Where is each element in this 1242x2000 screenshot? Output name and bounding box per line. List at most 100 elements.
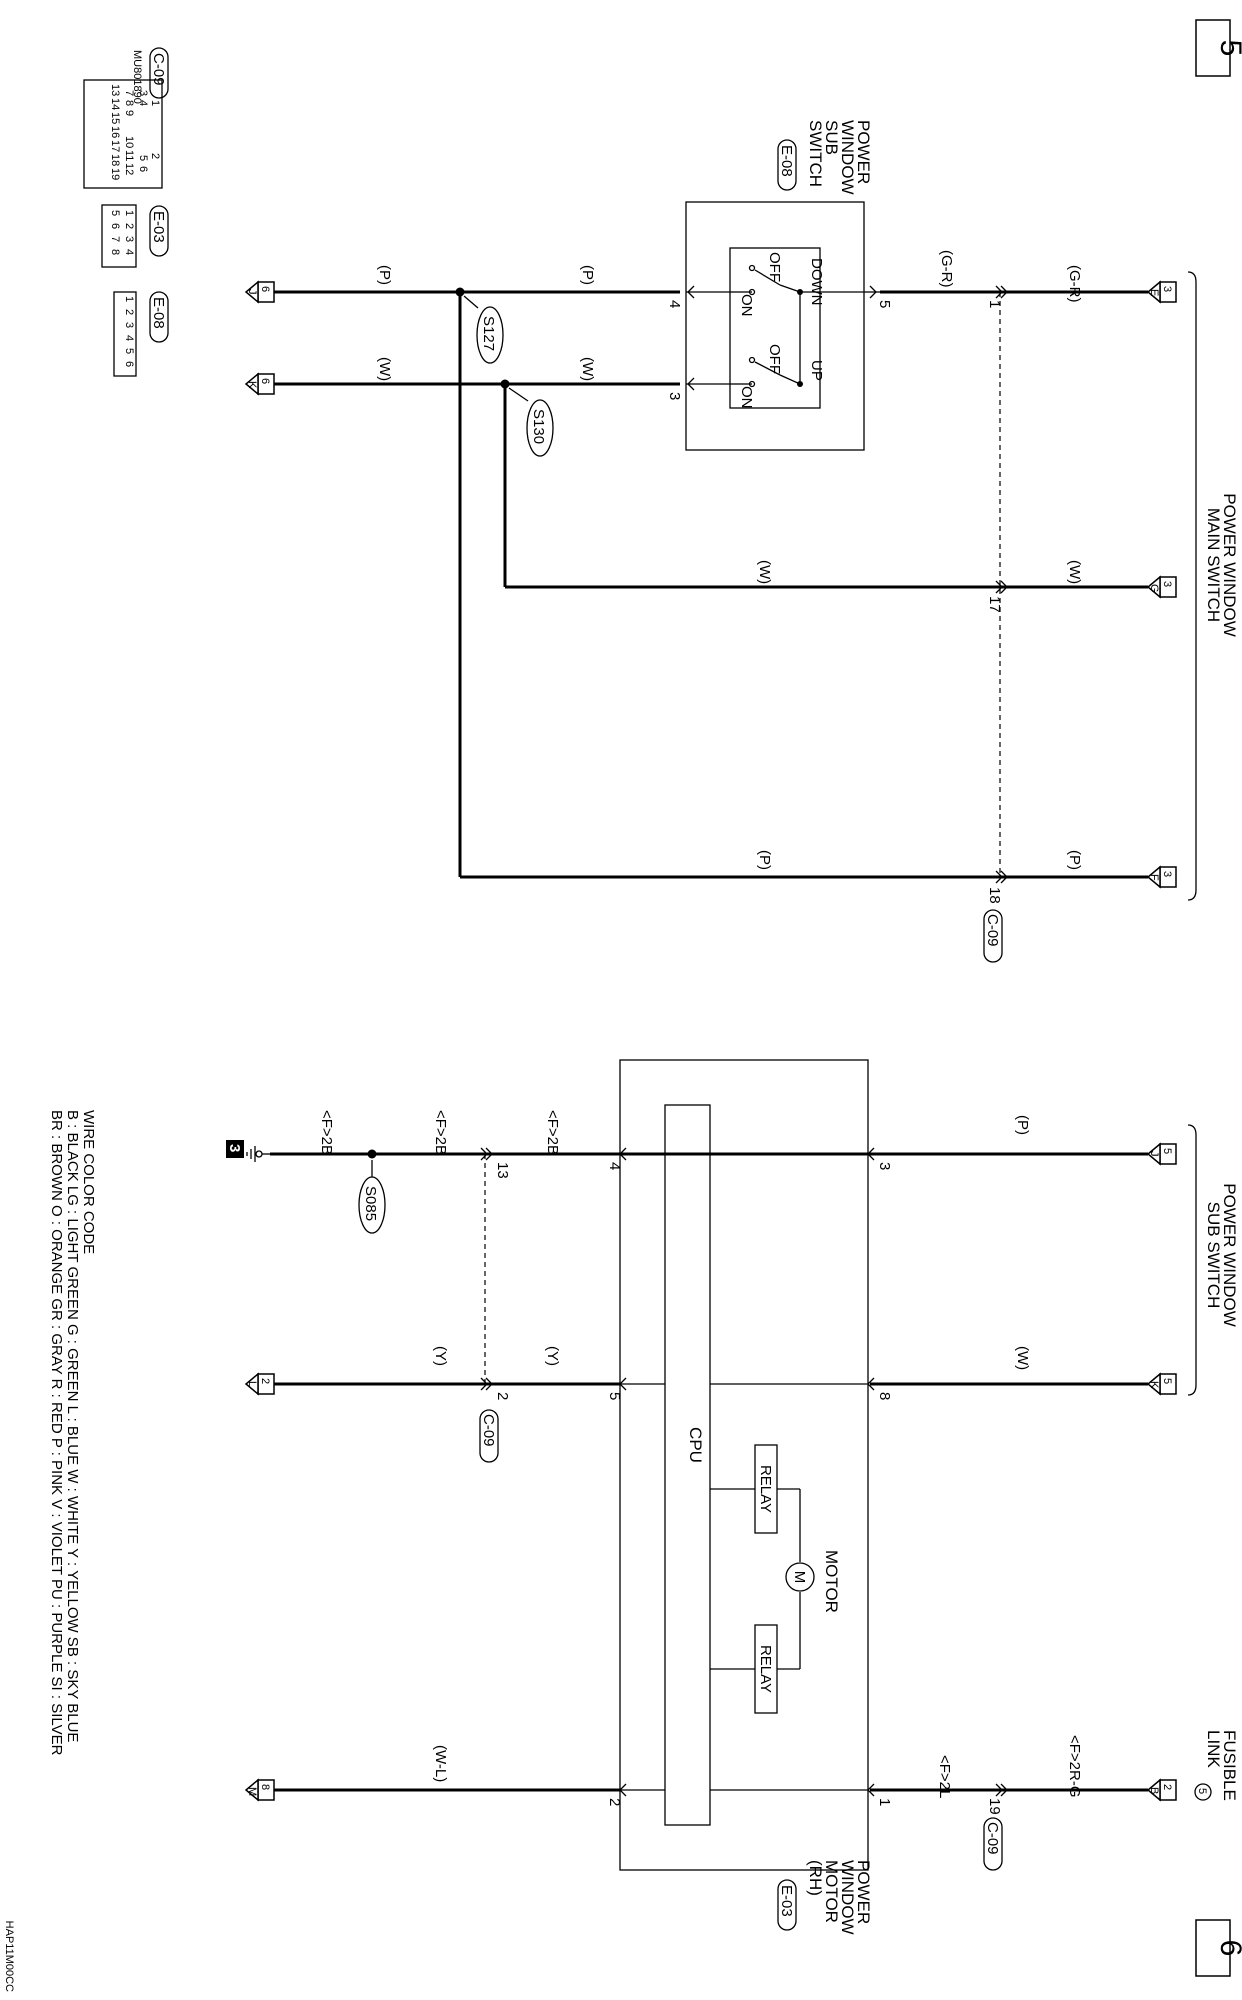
svg-text:MAIN SWITCH: MAIN SWITCH	[1204, 508, 1223, 622]
svg-text:RELAY: RELAY	[757, 1465, 774, 1513]
svg-text:(P): (P)	[376, 265, 393, 285]
svg-text:6: 6	[109, 223, 121, 229]
svg-text:2: 2	[606, 1798, 623, 1806]
svg-text:3: 3	[123, 322, 135, 328]
switch-down-label: DOWN	[808, 258, 825, 306]
svg-text:5: 5	[606, 1392, 623, 1400]
svg-text:2: 2	[123, 223, 135, 229]
terminal-2B: 2 B	[1146, 1778, 1177, 1802]
connector-face-e03: E-03 1 2 3 4 5 6 7 8	[101, 204, 169, 268]
svg-text:C-09: C-09	[150, 53, 167, 86]
svg-text:5: 5	[123, 348, 135, 354]
cpu-box	[664, 1104, 711, 1826]
cpu-label: CPU	[686, 1427, 705, 1463]
diagram-code: HAP11M00CC	[3, 1921, 15, 1992]
svg-text:E-03: E-03	[150, 211, 167, 243]
svg-text:<F>2B: <F>2B	[432, 1110, 449, 1155]
svg-text:3: 3	[137, 90, 149, 96]
svg-text:MOTOR: MOTOR	[822, 1860, 841, 1923]
svg-text:C-09: C-09	[984, 1822, 1001, 1855]
svg-text:17: 17	[986, 596, 1003, 613]
svg-text:4: 4	[123, 249, 135, 255]
svg-text:13: 13	[494, 1162, 511, 1179]
svg-text:6: 6	[137, 166, 149, 172]
c09-ref-sub: C-09	[479, 1409, 499, 1463]
svg-text:(P): (P)	[756, 850, 773, 870]
svg-text:POWER WINDOW: POWER WINDOW	[1220, 493, 1239, 637]
svg-text:18: 18	[109, 154, 121, 166]
svg-text:5: 5	[876, 300, 893, 308]
svg-text:WINDOW: WINDOW	[838, 1860, 857, 1935]
svg-text:K: K	[1148, 1381, 1160, 1389]
svg-text:G: G	[1148, 584, 1160, 593]
terminal-6J: 6 J	[244, 280, 275, 304]
svg-text:J: J	[246, 289, 258, 295]
page-number-bottom: 6	[1195, 1919, 1242, 1977]
svg-text:E-08: E-08	[778, 145, 795, 177]
svg-text:3: 3	[1161, 286, 1173, 292]
svg-text:5: 5	[1161, 1148, 1173, 1154]
svg-text:8: 8	[123, 100, 135, 106]
svg-text:(RH): (RH)	[806, 1860, 825, 1896]
svg-text:9: 9	[123, 110, 135, 116]
sub-switch-box	[685, 201, 865, 451]
svg-text:5: 5	[1161, 1378, 1173, 1384]
motor-title: POWER WINDOW MOTOR (RH) E-03	[777, 1860, 873, 1935]
svg-text:6: 6	[259, 286, 271, 292]
svg-text:3: 3	[1161, 581, 1173, 587]
svg-text:<F>2R-G: <F>2R-G	[1066, 1735, 1083, 1798]
svg-text:2: 2	[259, 1378, 271, 1384]
svg-text:1: 1	[123, 210, 135, 216]
svg-text:5: 5	[1214, 40, 1242, 57]
svg-text:(W): (W)	[376, 357, 393, 381]
svg-text:2: 2	[149, 153, 161, 159]
svg-text:(W): (W)	[756, 560, 773, 584]
splice-s130: S130	[508, 387, 554, 457]
svg-text:2: 2	[494, 1392, 511, 1400]
switch-on2-label: ON	[738, 386, 755, 409]
sub-switch-rh-title: POWER WINDOW SUB SWITCH	[1187, 1124, 1239, 1396]
svg-text:(W): (W)	[579, 357, 596, 381]
terminal-3F: 3 F	[1146, 865, 1177, 889]
c09-ref-main: C-09	[983, 909, 1003, 963]
svg-text:J: J	[1148, 1151, 1160, 1157]
sub-switch-box-title: POWER WINDOW SUB SWITCH E-08	[777, 120, 873, 195]
ground-ref-badge: 3	[226, 1140, 244, 1158]
svg-text:(P): (P)	[579, 265, 596, 285]
svg-text:19: 19	[109, 168, 121, 180]
svg-text:<F>2B: <F>2B	[544, 1110, 561, 1155]
svg-text:5: 5	[137, 155, 149, 161]
svg-text:1: 1	[986, 300, 1003, 308]
svg-text:(W-L): (W-L)	[432, 1745, 449, 1782]
svg-text:3: 3	[226, 1144, 243, 1152]
svg-text:LINK: LINK	[1204, 1730, 1223, 1768]
svg-text:M: M	[246, 1787, 258, 1796]
svg-text:WINDOW: WINDOW	[838, 120, 857, 195]
svg-text:5: 5	[1196, 1788, 1208, 1794]
terminal-8M: 8 M	[244, 1778, 275, 1802]
svg-text:13: 13	[109, 84, 121, 96]
c09-ref-power: C-09	[983, 1817, 1003, 1871]
svg-text:8: 8	[109, 249, 121, 255]
svg-text:(P): (P)	[1066, 850, 1083, 870]
svg-text:SWITCH: SWITCH	[806, 120, 825, 187]
page-number-top: 5	[1195, 19, 1242, 77]
svg-text:C-09: C-09	[480, 1414, 497, 1447]
motor-label: MOTOR	[822, 1550, 841, 1613]
svg-text:E: E	[1148, 289, 1160, 296]
svg-text:RELAY: RELAY	[757, 1645, 774, 1693]
svg-text:F: F	[1148, 874, 1160, 881]
svg-text:10: 10	[123, 136, 135, 148]
svg-text:16: 16	[109, 126, 121, 138]
svg-text:POWER: POWER	[854, 1860, 873, 1924]
motor-icon	[785, 1562, 815, 1592]
ground-symbol	[246, 1146, 270, 1162]
wire-color-legend: WIRE COLOR CODE B : BLACK LG : LIGHT GRE…	[48, 1110, 97, 1756]
svg-text:BR : BROWN O : ORANGE GR: BR : BROWN O : ORANGE GR : GRAY R : RED …	[48, 1110, 65, 1756]
svg-text:MU801890: MU801890	[131, 50, 143, 104]
svg-text:14: 14	[109, 98, 121, 110]
svg-text:B: B	[1148, 1787, 1160, 1794]
svg-text:M: M	[791, 1571, 808, 1584]
svg-text:15: 15	[109, 112, 121, 124]
